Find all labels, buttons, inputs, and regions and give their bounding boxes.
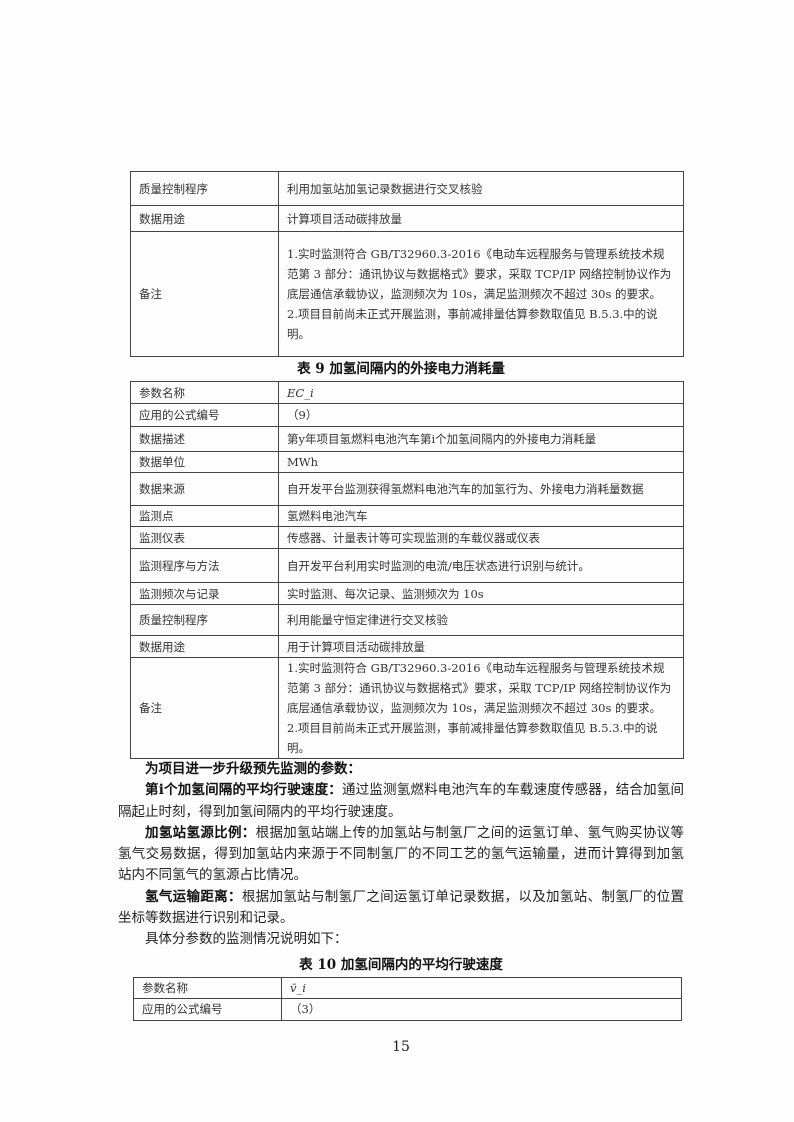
row-label: 监测频次与记录	[130, 582, 279, 605]
paragraph-speed: 第i个加氢间隔的平均行驶速度：通过监测氢燃料电池汽车的车载速度传感器，结合加氢间…	[118, 780, 684, 823]
row-value: 第y年项目氢燃料电池汽车第i个加氢间隔内的外接电力消耗量	[278, 426, 684, 452]
row-label: 质量控制程序	[130, 604, 279, 636]
row-label: 备注	[130, 231, 279, 357]
row-label: 监测点	[130, 505, 279, 527]
row-value: 传感器、计量表计等可实现监测的车载仪器或仪表	[278, 526, 684, 549]
row-value: v̄_i	[281, 976, 682, 999]
row-value: 自开发平台利用实时监测的电流/电压状态进行识别与统计。	[278, 548, 684, 583]
remark-2: 2.项目目前尚未正式开展监测，事前减排量估算参数取值见 B.5.3.中的说明。	[287, 307, 658, 341]
term: 氢气运输距离：	[145, 888, 242, 905]
row-label: 数据用途	[130, 635, 279, 658]
remark-1: 1.实时监测符合 GB/T32960.3-2016《电动车远程服务与管理系统技术…	[287, 247, 672, 301]
row-value: 用于计算项目活动碳排放量	[278, 635, 684, 658]
row-label: 质量控制程序	[130, 171, 279, 206]
page-content: 质量控制程序利用加氢站加氢记录数据进行交叉核验 数据用途计算项目活动碳排放量 备…	[118, 171, 684, 1055]
row-value: 计算项目活动碳排放量	[278, 205, 684, 232]
row-label: 数据来源	[130, 472, 279, 506]
row-value: 氢燃料电池汽车	[278, 505, 684, 527]
section-heading: 为项目进一步升级预先监测的参数：	[145, 761, 361, 777]
row-label: 应用的公式编号	[130, 403, 279, 427]
text: 根据加氢站端上传的加氢站与制氢厂之间的运氢订单、氢气购买协议等氢气交易数据，得到…	[118, 824, 685, 884]
row-value: （3）	[281, 997, 682, 1021]
page-number: 15	[392, 1038, 410, 1055]
row-value: 实时监测、每次记录、监测频次为 10s	[278, 582, 684, 605]
row-label: 数据描述	[130, 426, 279, 452]
row-label: 数据单位	[130, 451, 279, 473]
text: 根据加氢站与制氢厂之间运氢订单记录数据，以及加氢站、制氢厂的位置坐标等数据进行识…	[118, 888, 685, 927]
row-value: （9）	[278, 403, 684, 427]
row-label: 监测仪表	[130, 526, 279, 549]
remark-2: 2.项目目前尚未正式开展监测，事前减排量估算参数取值见 B.5.3.中的说明。	[287, 721, 658, 755]
row-label: 应用的公式编号	[133, 997, 282, 1021]
row-value: 利用能量守恒定律进行交叉核验	[278, 604, 684, 636]
row-value: 1.实时监测符合 GB/T32960.3-2016《电动车远程服务与管理系统技术…	[278, 657, 684, 759]
paragraph-source-ratio: 加氢站氢源比例：根据加氢站端上传的加氢站与制氢厂之间的运氢订单、氢气购买协议等氢…	[118, 823, 684, 887]
row-value: 1.实时监测符合 GB/T32960.3-2016《电动车远程服务与管理系统技术…	[278, 231, 684, 357]
row-value: MWh	[278, 451, 684, 473]
paragraph-distance: 氢气运输距离：根据加氢站与制氢厂之间运氢订单记录数据，以及加氢站、制氢厂的位置坐…	[118, 887, 684, 930]
row-label: 数据用途	[130, 205, 279, 232]
row-label: 备注	[130, 657, 279, 759]
row-label: 参数名称	[130, 381, 279, 404]
row-value: EC_i	[278, 381, 684, 404]
remark-1: 1.实时监测符合 GB/T32960.3-2016《电动车远程服务与管理系统技术…	[287, 661, 672, 715]
table-8-tail: 质量控制程序利用加氢站加氢记录数据进行交叉核验 数据用途计算项目活动碳排放量 备…	[130, 171, 684, 357]
term: 第i个加氢间隔的平均行驶速度：	[145, 782, 342, 799]
term: 加氢站氢源比例：	[145, 824, 256, 841]
row-label: 参数名称	[133, 976, 282, 999]
text: 通过监测氢燃料电池汽车的车载速度传感器，结合加氢间隔起止时刻，得到加氢间隔内的平…	[118, 782, 684, 820]
row-value: 利用加氢站加氢记录数据进行交叉核验	[278, 171, 684, 206]
paragraph-intro: 具体分参数的监测情况说明如下：	[145, 931, 348, 948]
table-10-caption: 表 10 加氢间隔内的平均行驶速度	[299, 956, 503, 973]
table-9-caption: 表 9 加氢间隔内的外接电力消耗量	[297, 361, 505, 377]
row-value: 自开发平台监测获得氢燃料电池汽车的加氢行为、外接电力消耗量数据	[278, 472, 684, 506]
row-label: 监测程序与方法	[130, 548, 279, 583]
